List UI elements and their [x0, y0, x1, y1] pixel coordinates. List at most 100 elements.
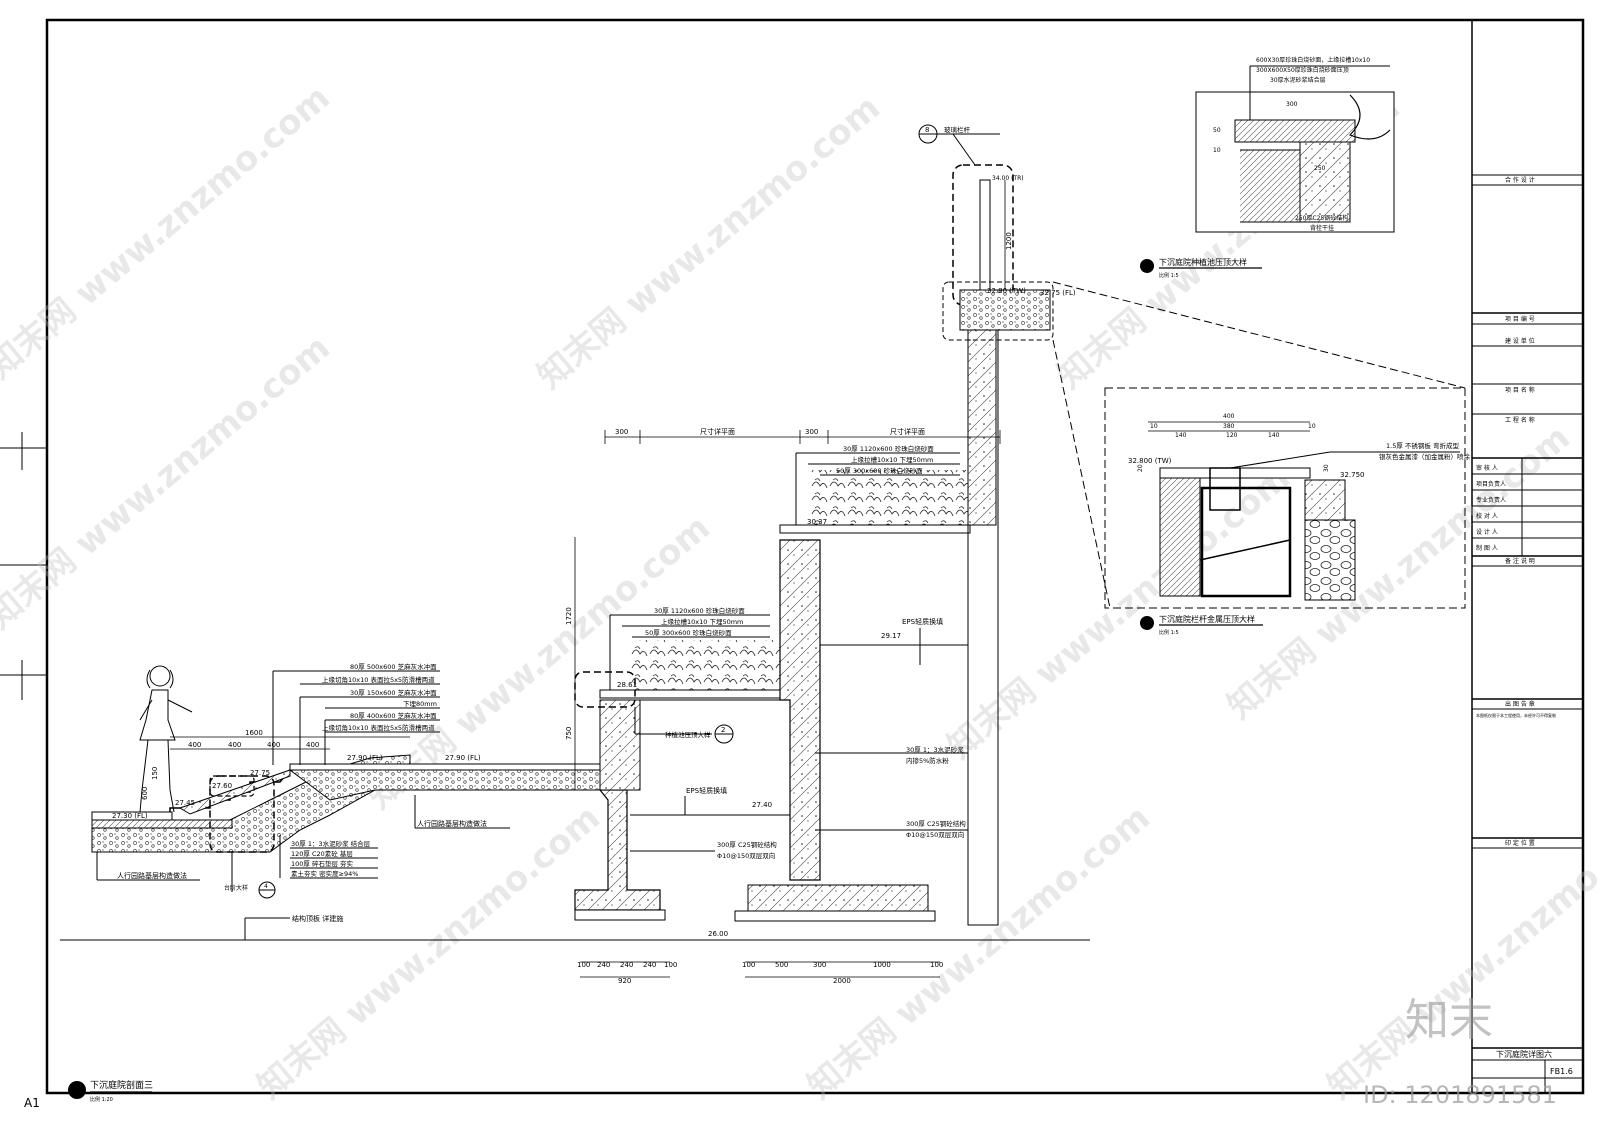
detail-railing: 400 380 10 140 120 140 10 20 30 32.800 (…	[1104, 387, 1471, 636]
scale-detail-railing: 比例 1:5	[1159, 629, 1179, 636]
elev-28-61: 28.61	[617, 681, 637, 689]
dim-r120: 120	[1226, 432, 1238, 439]
dim-150: 150	[151, 767, 159, 780]
note-base-3: 100厚 碎石垫层 夯实	[291, 859, 354, 868]
watermark-10: 知末网 www.znzmo.com	[1320, 798, 1600, 1107]
watermark-4: 知末网 www.znzmo.com	[0, 328, 338, 637]
dim-750: 750	[565, 727, 573, 740]
elev-32-750: 32.750	[1340, 471, 1365, 479]
trim-marks	[0, 432, 46, 700]
note-coping-2: 300X600X50厚珍珠白烧砂面压顶	[1256, 66, 1349, 74]
elev-27-30: 27.30 (FL)	[112, 812, 148, 820]
tb-sign-5: 设 计 人	[1476, 528, 1498, 536]
note-base-4: 素土夯实 密实度≥94%	[291, 869, 358, 878]
note-paving-5: 80厚 400x600 芝麻灰水冲面	[350, 711, 437, 720]
dim-240-c: 240	[643, 961, 656, 969]
elev-32-800-tw: 32.800 (TW)	[1128, 457, 1172, 465]
dim-300-b: 300	[805, 428, 818, 436]
tb-sign-3: 专业负责人	[1476, 496, 1506, 504]
note-step-detail: 台阶大样	[224, 884, 248, 892]
dim-400-a: 400	[188, 741, 201, 749]
detail-railing-frame	[1104, 387, 1466, 609]
dim-920: 920	[618, 977, 631, 985]
note-paving-2: 上缘切角10x10 表面拉5x5防滑槽两道	[322, 675, 435, 684]
dim-400-d: 400	[306, 741, 319, 749]
tb-sheet-title: 下沉庭院详图六	[1496, 1049, 1552, 1059]
note-glass-rail: 玻璃栏杆	[944, 125, 971, 134]
detail-coping-marker	[1140, 259, 1154, 273]
dim-100-c: 100	[742, 961, 755, 969]
note-coping-1: 600X30厚珍珠白烧砂面，上缘拉槽10x10	[1256, 56, 1370, 64]
svg-text:4: 4	[264, 883, 268, 890]
note-coping-5: 背栓干挂	[1310, 224, 1334, 232]
dim-r10-a: 10	[1150, 423, 1158, 430]
note-rail-2: 银灰色金属漆（加金属粉）喷涂	[1379, 452, 1471, 461]
tb-sign-2: 项目负责人	[1476, 480, 1506, 488]
dim-1720: 1720	[565, 607, 573, 625]
dim-300-c: 300	[813, 961, 826, 969]
dim-100-d: 100	[930, 961, 943, 969]
note-wall-rebar: Φ10@150双层双向	[717, 851, 775, 860]
elev-27-60: 27.60	[212, 782, 232, 790]
tb-drawing-no: FB1.6	[1550, 1067, 1573, 1076]
title-block: 合 作 设 计 项 目 编 号 建 设 单 位 项 目 名 称 工 程 名 称 …	[1363, 174, 1583, 1109]
elev-30-37: 30.37	[807, 518, 827, 526]
note-paving-6: 上缘切角10x10 表面拉5x5防滑槽两道	[322, 723, 435, 732]
note-road-base: 人行园路基层构造做法	[117, 871, 187, 880]
dim-100-b: 100	[664, 961, 677, 969]
note-roof-slab: 结构顶板 详建施	[292, 914, 343, 923]
tb-site-header: 印 定 位 置	[1505, 839, 1535, 847]
main-title: 下沉庭院剖面三 比例 1:20	[68, 1079, 153, 1103]
planter-1	[630, 640, 800, 690]
dim-500: 500	[775, 961, 788, 969]
note-road-base-2: 人行园路基层构造做法	[417, 819, 487, 828]
title-main-section: 下沉庭院剖面三	[90, 1079, 153, 1091]
note-mortar-1: 30厚 1：3水泥砂浆	[906, 745, 964, 754]
elev-27-90-fl: 27.90 (FL)	[347, 754, 383, 762]
dim-r380: 380	[1223, 423, 1235, 430]
scale-detail-coping: 比例 1:5	[1159, 272, 1179, 279]
dim-100-a: 100	[577, 961, 590, 969]
note-base-2: 120厚 C20素砼 基层	[291, 849, 353, 858]
dim-240-a: 240	[597, 961, 610, 969]
tb-field-4: 工 程 名 称	[1505, 416, 1535, 424]
elev-27-90-fl-2: 27.90 (FL)	[445, 754, 481, 762]
tb-stamp-header: 出 图 告 章	[1505, 700, 1535, 708]
central-footing	[747, 884, 929, 912]
brand-logo: 知末	[1405, 995, 1493, 1046]
note-wall2-300: 300厚 C25钢砼结构	[906, 819, 966, 828]
note-upper-3: 50厚 300x600 珍珠白烧砂面	[836, 466, 923, 475]
note-mortar-2: 内掺5%防水粉	[906, 756, 949, 765]
note-coping-3: 30厚水泥砂浆结合层	[1270, 76, 1326, 84]
note-upper-1: 30厚 1120x600 珍珠白烧砂面	[843, 444, 934, 453]
note-planter-1: 30厚 1120x600 珍珠白烧砂面	[654, 606, 745, 615]
elev-29-17: 29.17	[881, 632, 901, 640]
note-wall-300: 300厚 C25钢砼结构	[717, 840, 777, 849]
elev-32-80-tw: 32.80 (TW)	[987, 287, 1026, 295]
brand-id: ID: 1201891581	[1363, 1081, 1557, 1109]
note-planter-3: 50厚 300x600 珍珠白烧砂面	[645, 628, 732, 637]
note-base-1: 30厚 1：3水泥砂浆 结合层	[291, 839, 371, 848]
detail-coping: 600X30厚珍珠白烧砂面，上缘拉槽10x10 300X600X50厚珍珠白烧砂…	[1140, 56, 1395, 279]
dim-c50: 50	[1213, 127, 1221, 134]
svg-text:8: 8	[925, 126, 929, 134]
elev-34-00-tr: 34.00 (TR)	[992, 175, 1024, 182]
dim-ref-1: 尺寸详平面	[700, 427, 735, 436]
note-coping-4: 250厚C25钢砼结构	[1295, 214, 1348, 222]
dim-c250: 250	[1314, 165, 1326, 172]
tb-stamp-note: 本图纸仅限于本工程使用，未经许可不得复制	[1476, 712, 1556, 718]
tb-field-1: 项 目 编 号	[1505, 315, 1535, 323]
main-title-marker	[68, 1081, 86, 1099]
note-wall2-rebar: Φ10@150双层双向	[906, 830, 964, 839]
dim-r140-b: 140	[1268, 432, 1280, 439]
note-rail-1: 1.5厚 不锈钢板 弯折成型	[1386, 441, 1459, 450]
note-paving-4: 下埋80mm	[403, 699, 437, 708]
note-paving-3: 30厚 150x600 芝麻灰水冲面	[350, 688, 437, 697]
title-detail-coping: 下沉庭院种植池压顶大样	[1159, 257, 1247, 267]
dim-ref-2: 尺寸详平面	[890, 427, 925, 436]
dim-600: 600	[141, 787, 149, 800]
note-eps-2: EPS轻质换填	[902, 617, 943, 626]
planter-2	[810, 470, 970, 525]
dim-1200: 1200	[1005, 232, 1013, 250]
